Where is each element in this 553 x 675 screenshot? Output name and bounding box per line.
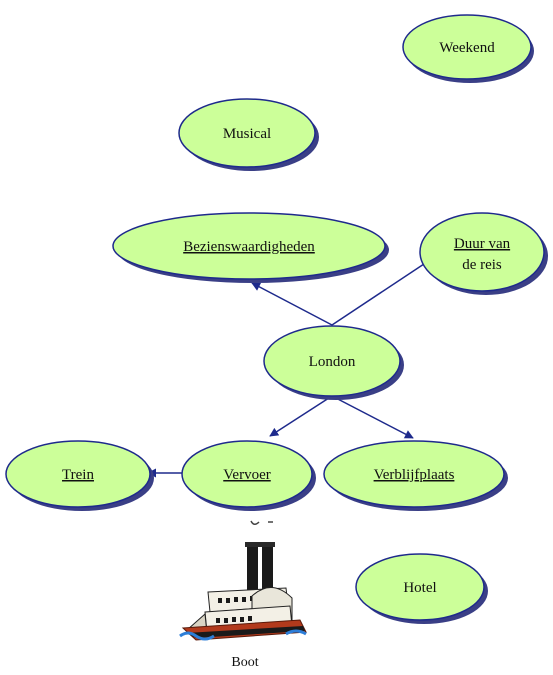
- edge-london-verblijfplaats: [331, 395, 414, 439]
- node-ellipse: [355, 553, 485, 621]
- node-ellipse: [178, 98, 316, 168]
- node-ellipse: [263, 325, 401, 397]
- node-label-musical: Musical: [223, 126, 271, 142]
- node-musical: Musical: [178, 98, 319, 171]
- node-ellipse: [112, 212, 386, 280]
- node-ellipse: [181, 440, 313, 508]
- node-label-hotel: Hotel: [403, 580, 436, 596]
- node-label-weekend: Weekend: [439, 40, 495, 56]
- node-verblijfplaats: Verblijfplaats: [323, 440, 508, 511]
- node-ellipse: [419, 212, 545, 292]
- node-trein: Trein: [5, 440, 154, 511]
- node-ellipse: [5, 440, 151, 508]
- edge-london-bezienswaardigheden: [251, 282, 333, 326]
- node-ellipse: [323, 440, 505, 508]
- edge-london-duur: [331, 259, 431, 326]
- edges: [147, 259, 431, 478]
- node-bezienswaardigheden: Bezienswaardigheden: [112, 212, 389, 283]
- node-ellipse: [402, 14, 532, 80]
- edge-london-vervoer: [269, 395, 333, 437]
- node-weekend: Weekend: [402, 14, 534, 83]
- steamboat-icon: [179, 542, 307, 641]
- node-label-bezienswaardigheden: Bezienswaardigheden: [183, 239, 315, 255]
- node-label-verblijfplaats: Verblijfplaats: [374, 467, 455, 483]
- node-label-london: London: [309, 354, 356, 370]
- node-duur-van-de-reis: Duur van de reis: [419, 212, 548, 295]
- clipart-caption: Boot: [231, 655, 258, 670]
- node-label-vervoer: Vervoer: [223, 467, 270, 483]
- node-hotel: Hotel: [355, 553, 488, 624]
- node-label-trein: Trein: [62, 467, 94, 483]
- node-label-duur-line1: Duur van: [454, 236, 511, 252]
- stray-mark: [250, 520, 273, 525]
- node-label-duur-line2: de reis: [462, 257, 502, 273]
- node-vervoer: Vervoer: [181, 440, 316, 511]
- node-london: London: [263, 325, 404, 400]
